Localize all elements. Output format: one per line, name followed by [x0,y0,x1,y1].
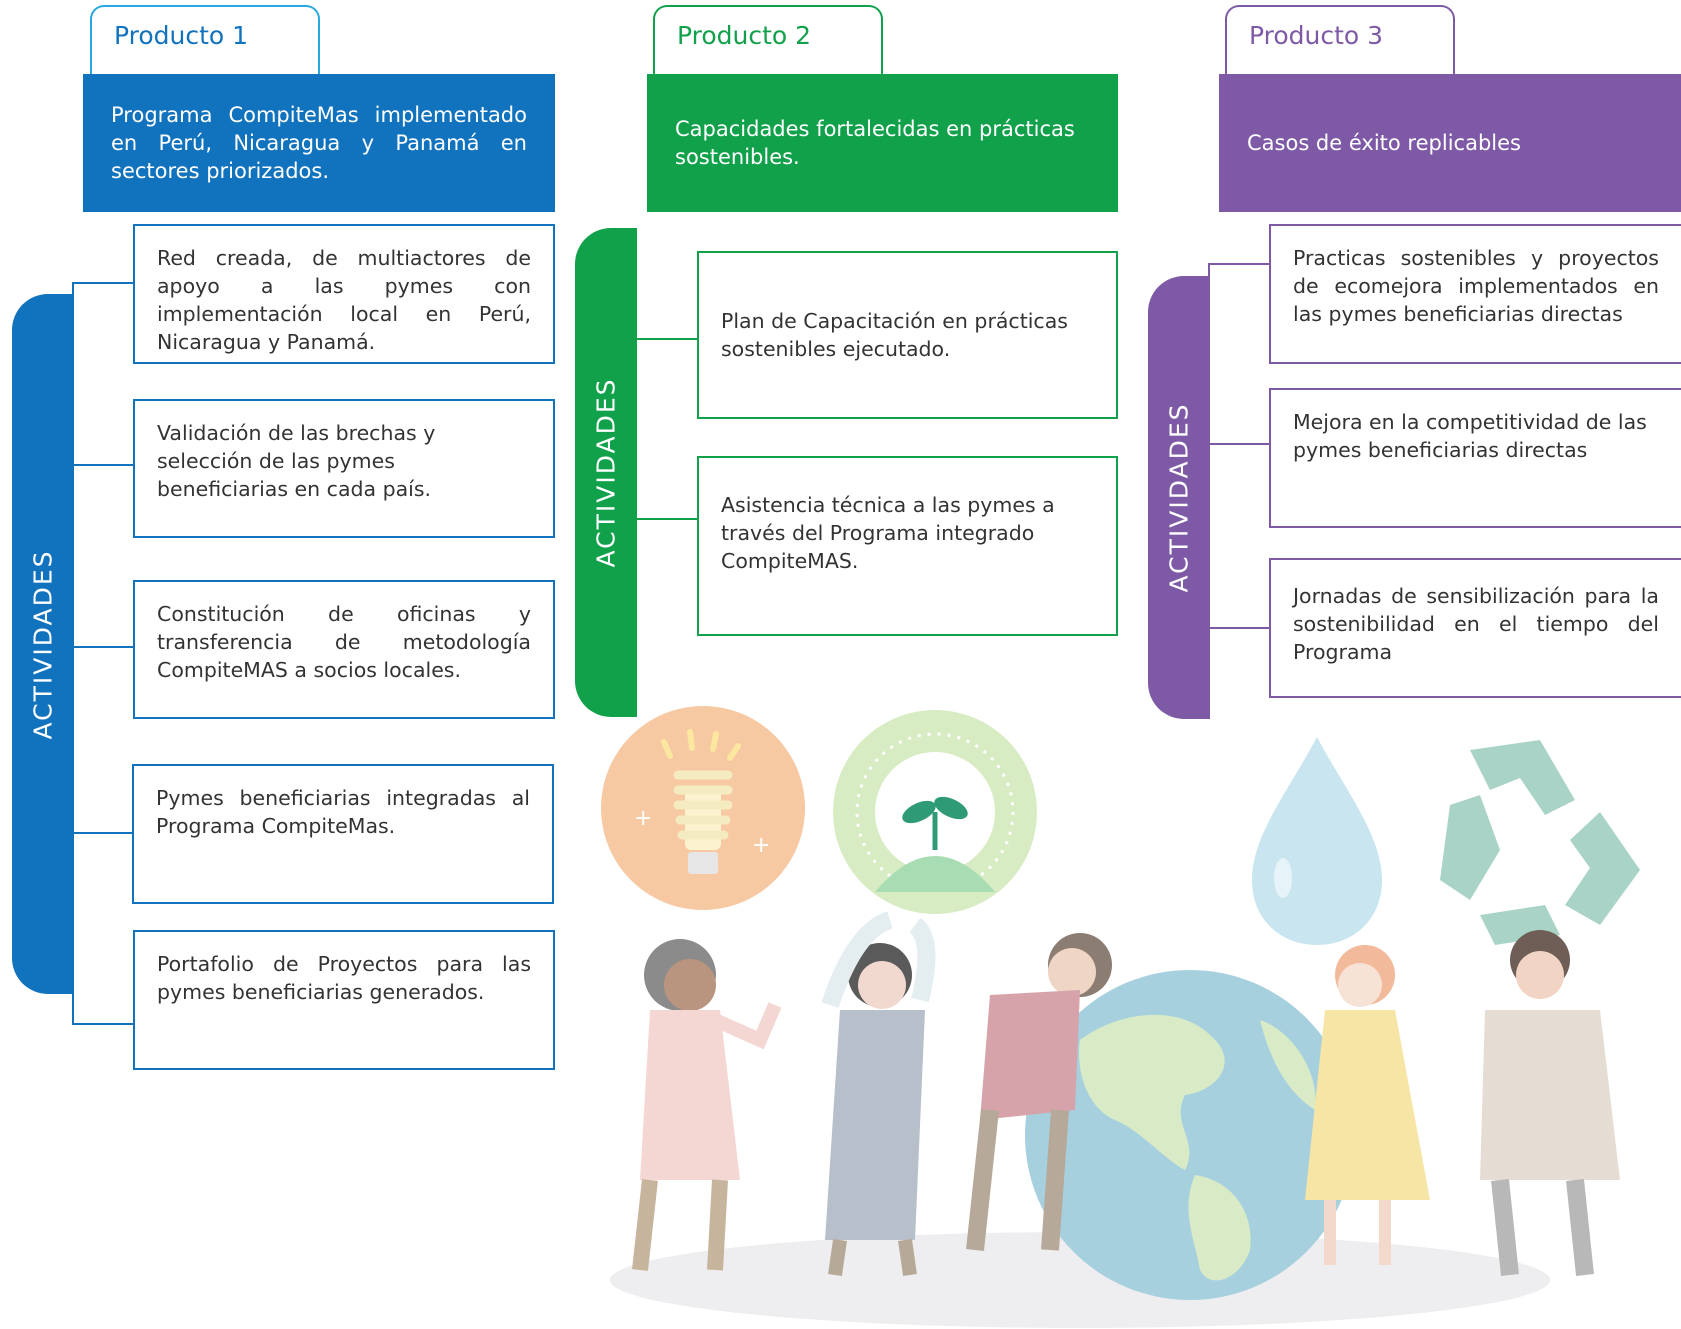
connector-branch [1208,263,1270,265]
person-figure-3 [966,933,1112,1251]
product-2-activities-bar: ACTIVIDADES [575,228,637,717]
activity-text: Validación de las brechas y selección de… [157,421,436,501]
product-2-connector [635,228,637,717]
person-figure-1 [632,939,782,1271]
product-3-activities-bar: ACTIVIDADES [1148,276,1210,719]
connector-branch [1208,627,1270,629]
svg-text:+: + [752,833,770,858]
product-1-activities-bar: ACTIVIDADES [12,294,74,994]
water-drop-icon [1252,737,1382,945]
product-3-tab: Producto 3 [1225,5,1455,75]
svg-text:+: + [634,806,652,831]
product-1-connector [72,283,74,1024]
product-1-header-text: Programa CompiteMas implementado en Perú… [111,103,527,183]
product-2-header-text: Capacidades fortalecidas en prácticas so… [675,117,1075,169]
activity-box: Mejora en la competitividad de las pymes… [1269,388,1681,528]
activity-box: Portafolio de Proyectos para las pymes b… [133,930,555,1070]
product-2-header: Capacidades fortalecidas en prácticas so… [647,74,1118,212]
activity-box: Plan de Capacitación en prácticas sosten… [697,251,1118,419]
activity-text: Jornadas de sensibilización para la sost… [1293,584,1659,664]
person-figure-4 [1305,945,1430,1265]
globe-icon [1025,970,1355,1300]
connector-branch [635,518,698,520]
activity-box: Validación de las brechas y selección de… [133,399,555,538]
product-3-connector [1208,263,1210,629]
product-3-activities-label: ACTIVIDADES [1164,402,1194,593]
connector-branch [72,464,134,466]
activity-box: Constitución de oficinas y transferencia… [133,580,555,719]
recycle-icon [1440,740,1640,945]
person-figure-5 [1480,930,1620,1276]
activity-text: Mejora en la competitividad de las pymes… [1293,410,1647,462]
connector-branch [72,832,134,834]
product-1-header: Programa CompiteMas implementado en Perú… [83,74,555,212]
connector-branch [635,338,698,340]
sprout-icon [833,710,1037,914]
product-2-tab: Producto 2 [653,5,883,75]
activity-box: Asistencia técnica a las pymes a través … [697,456,1118,636]
product-2-activities-label: ACTIVIDADES [591,377,621,568]
product-3-header-text: Casos de éxito replicables [1247,131,1521,155]
activity-text: Red creada, de multiactores de apoyo a l… [157,246,531,354]
lightbulb-icon: + + [601,706,805,910]
activity-box: Red creada, de multiactores de apoyo a l… [133,224,555,364]
connector-branch [72,1023,134,1025]
connector-branch [72,282,134,284]
activity-text: Pymes beneficiarias integradas al Progra… [156,786,530,838]
ground-shadow [610,1232,1550,1328]
connector-branch [72,646,134,648]
person-figure-2 [821,911,936,1276]
activity-text: Practicas sostenibles y proyectos de eco… [1293,246,1659,326]
activity-text: Asistencia técnica a las pymes a través … [721,493,1055,573]
connector-branch [1208,443,1270,445]
activity-text: Constitución de oficinas y transferencia… [157,602,531,682]
product-1-tab: Producto 1 [90,5,320,75]
activity-box: Jornadas de sensibilización para la sost… [1269,558,1681,698]
product-1-activities-label: ACTIVIDADES [28,548,58,740]
product-3-header: Casos de éxito replicables [1219,74,1681,212]
activity-box: Pymes beneficiarias integradas al Progra… [132,764,554,904]
activity-text: Plan de Capacitación en prácticas sosten… [721,309,1068,361]
activity-box: Practicas sostenibles y proyectos de eco… [1269,224,1681,364]
activity-text: Portafolio de Proyectos para las pymes b… [157,952,531,1004]
